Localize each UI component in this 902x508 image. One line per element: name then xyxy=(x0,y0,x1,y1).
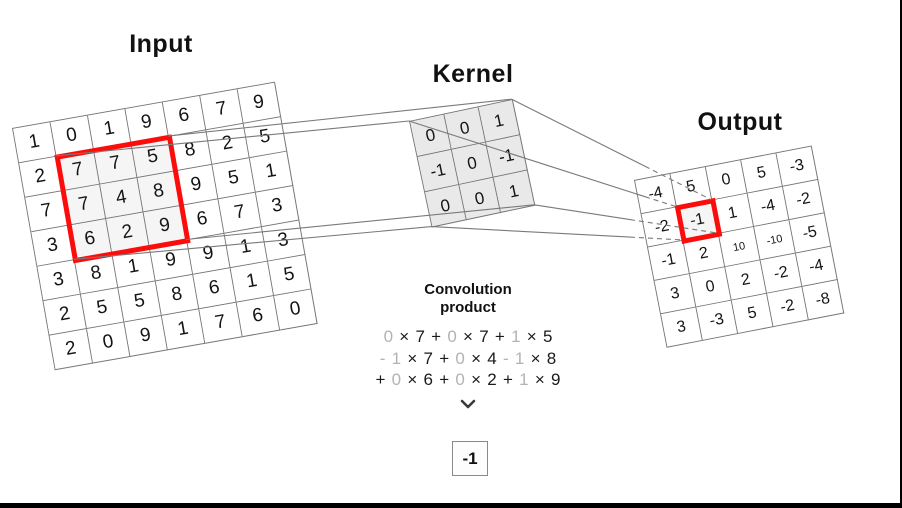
convolution-line: - 1 × 7 + 0 × 4 - 1 × 8 xyxy=(379,348,557,368)
input-cell: 9 xyxy=(124,315,168,357)
convolution-product-lines: 0 × 7 + 0 × 7 + 1 × 5 - 1 × 7 + 0 × 4 - 1… xyxy=(372,326,564,391)
kernel-cell: 1 xyxy=(493,170,536,213)
chevron-down-icon xyxy=(460,396,476,414)
convolution-line: 0 × 7 + 0 × 7 + 1 × 5 xyxy=(383,327,553,346)
convolution-result-box: -1 xyxy=(452,441,488,476)
input-cell: 2 xyxy=(49,329,94,371)
input-cell: 6 xyxy=(236,296,281,338)
input-cell: 0 xyxy=(274,289,318,331)
input-cell: 1 xyxy=(161,309,206,351)
convolution-product-block: Convolution product 0 × 7 + 0 × 7 + 1 × … xyxy=(372,281,564,391)
convolution-product-title-line2: product xyxy=(440,299,496,316)
output-cell: -8 xyxy=(802,279,845,321)
output-title: Output xyxy=(697,108,783,136)
convolution-product-title-line1: Convolution xyxy=(424,281,512,298)
input-cell: 0 xyxy=(87,322,131,364)
convolution-line: + 0 × 6 + 0 × 2 + 1 × 9 xyxy=(375,370,561,389)
input-title: Input xyxy=(129,30,193,58)
input-cell: 7 xyxy=(199,302,243,344)
kernel-title: Kernel xyxy=(432,60,514,88)
